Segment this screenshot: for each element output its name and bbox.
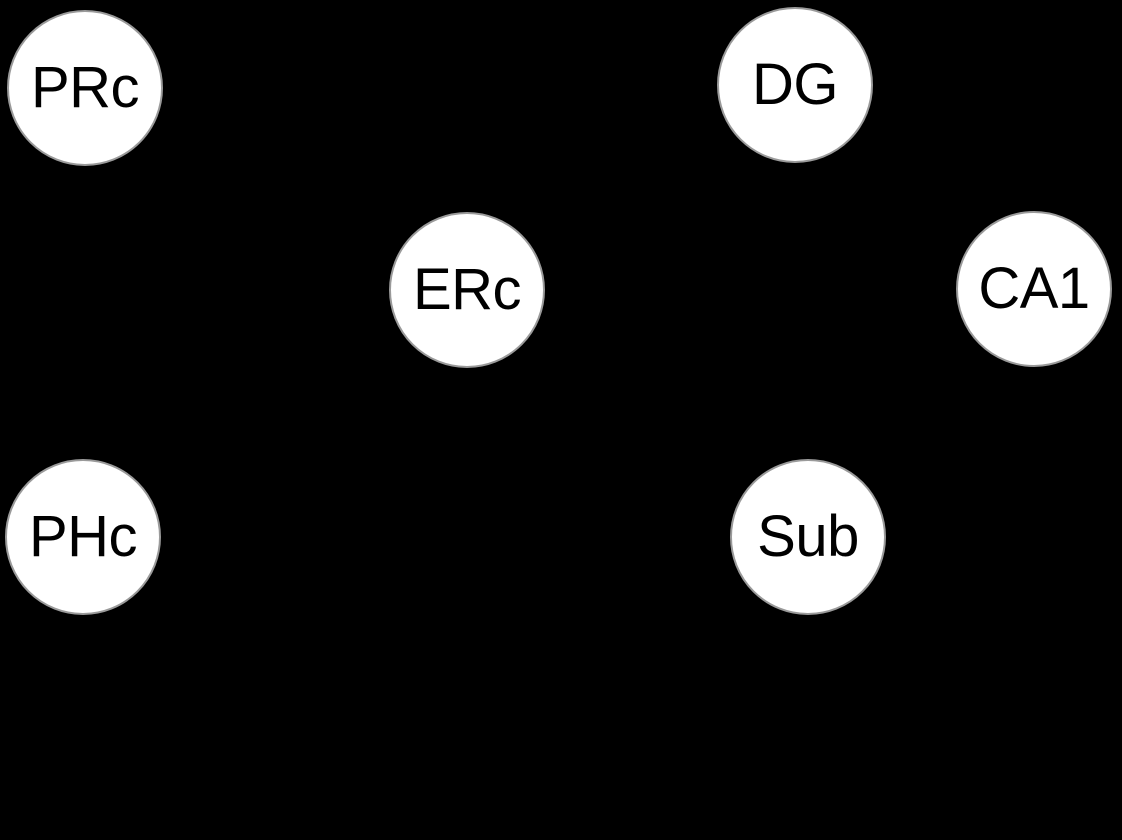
edge-erc-sub bbox=[529, 334, 746, 493]
edge-dg-ca1 bbox=[853, 134, 976, 240]
edge-ca1-sub bbox=[859, 345, 983, 481]
node-erc[interactable]: ERc bbox=[389, 212, 545, 368]
edge-erc-dg bbox=[532, 125, 730, 250]
node-label-prc: PRc bbox=[30, 55, 140, 120]
node-ca1[interactable]: CA1 bbox=[956, 211, 1112, 367]
node-dg[interactable]: DG bbox=[717, 7, 873, 163]
edge-prc-erc bbox=[153, 123, 399, 255]
edge-phc-erc bbox=[147, 330, 403, 497]
node-phc[interactable]: PHc bbox=[5, 459, 161, 615]
node-label-erc: ERc bbox=[412, 257, 522, 322]
node-label-ca1: CA1 bbox=[978, 256, 1090, 321]
node-label-sub: Sub bbox=[757, 504, 859, 569]
edge-prc-phc bbox=[81, 165, 87, 460]
node-label-phc: PHc bbox=[28, 504, 138, 569]
node-sub[interactable]: Sub bbox=[730, 459, 886, 615]
node-label-dg: DG bbox=[752, 52, 839, 117]
node-prc[interactable]: PRc bbox=[7, 10, 163, 166]
